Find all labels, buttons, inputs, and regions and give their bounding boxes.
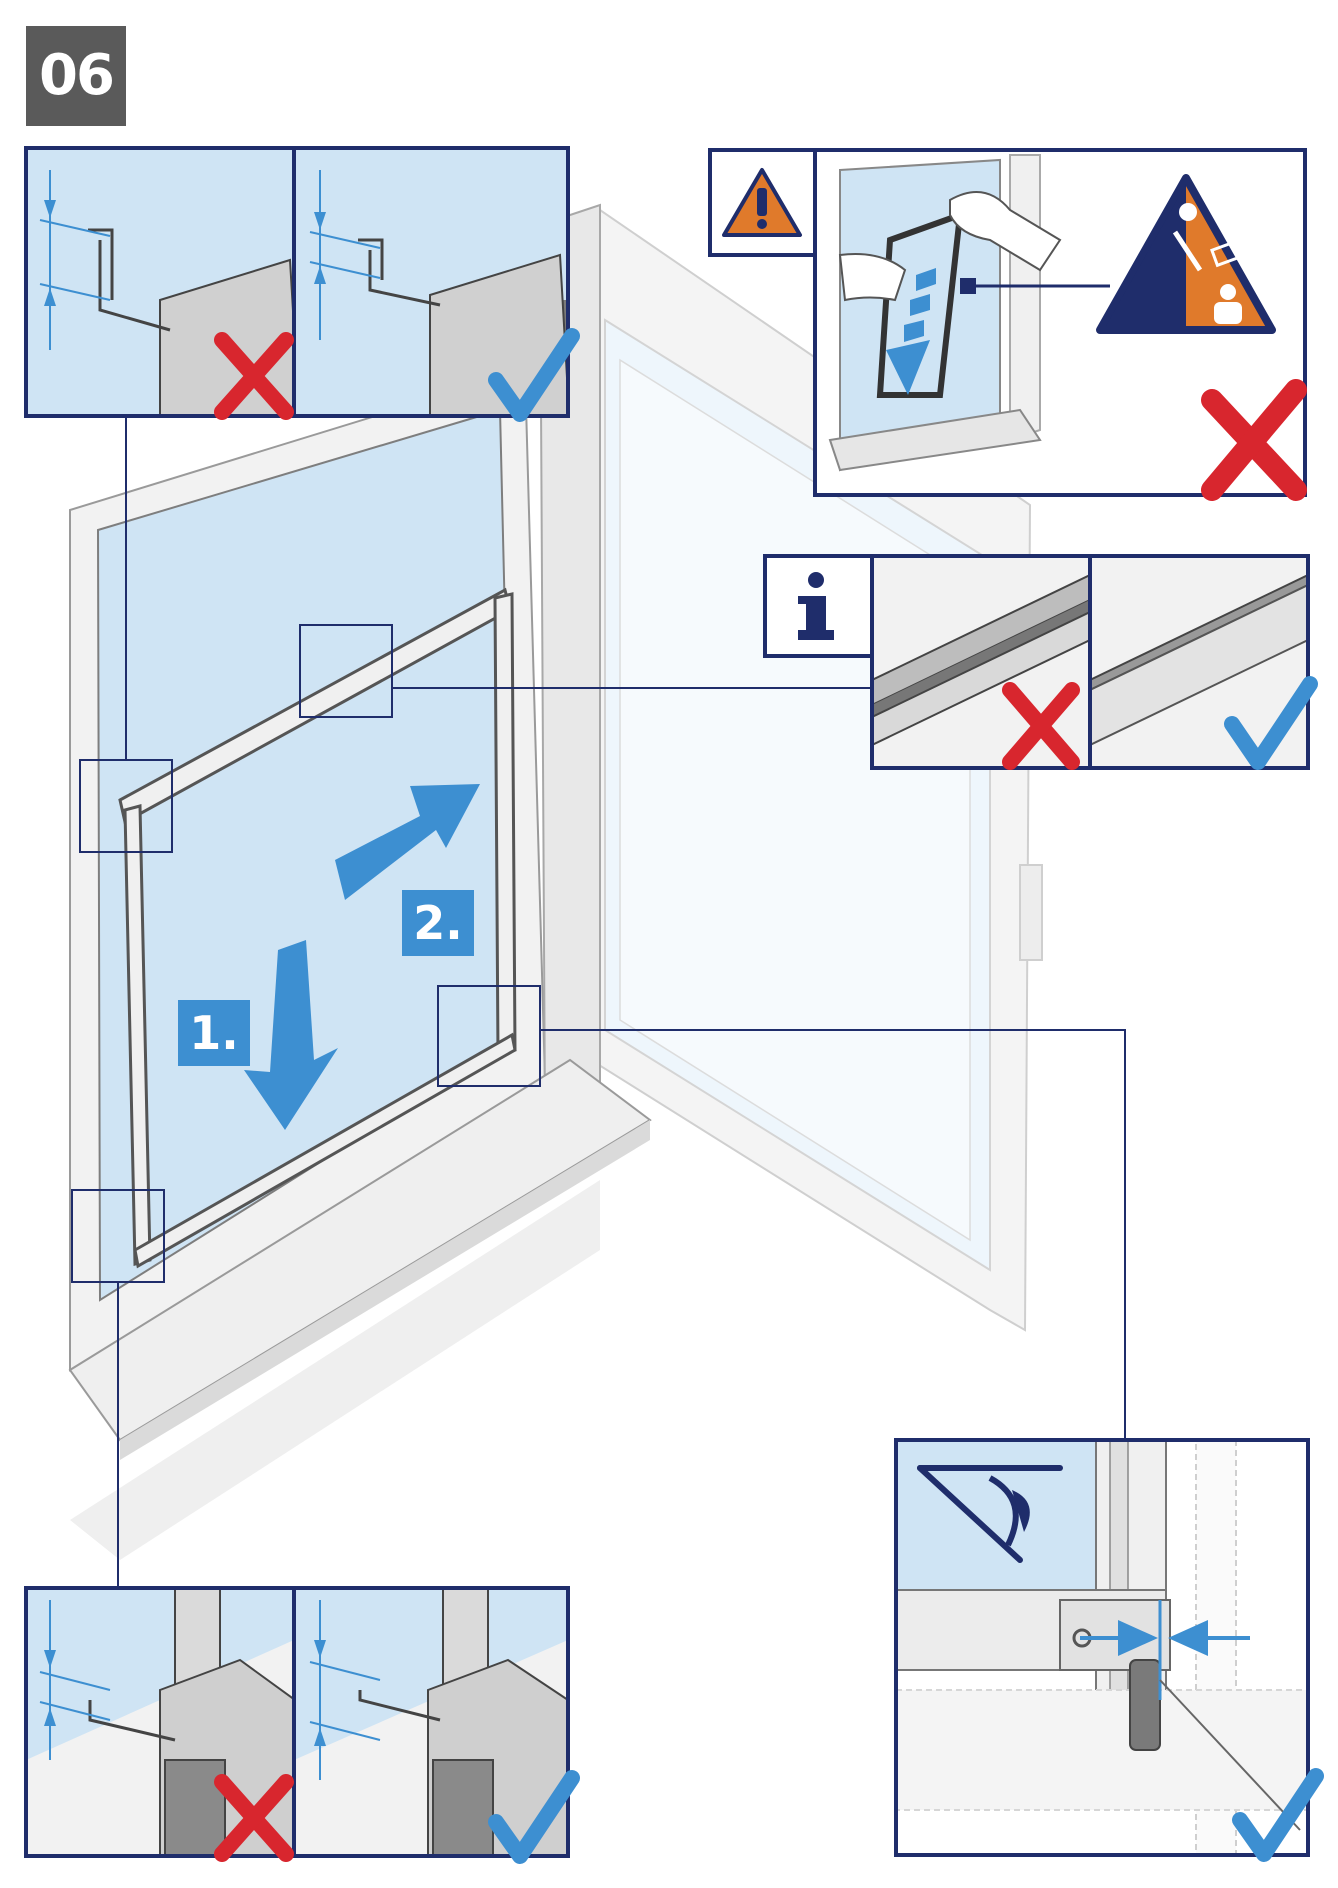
step-1-label: 1. [178, 1000, 250, 1066]
exclamation-triangle-icon [722, 168, 802, 237]
step-2-label: 2. [402, 890, 474, 956]
detail-top-correct [292, 146, 570, 418]
falling-object-hazard-icon [1096, 174, 1276, 334]
detail-bottom-correct [292, 1586, 570, 1858]
sash-handle [1019, 864, 1043, 961]
screen-frame [118, 587, 517, 1269]
detail-bottom-wrong [24, 1586, 296, 1858]
step-number-badge: 06 [26, 26, 126, 126]
connector-bottom-right [540, 1029, 1126, 1440]
blue-check-icon [488, 328, 580, 422]
callout-top-rail [299, 624, 393, 718]
info-icon [798, 572, 834, 640]
callout-bottom-right [437, 985, 541, 1087]
eye-inspection-icon [917, 1465, 1063, 1563]
red-cross-icon [214, 332, 294, 420]
info-panel [763, 554, 1318, 770]
detail-bottom-right [894, 1438, 1324, 1862]
warning-panel [708, 148, 1307, 501]
wall-shadow [70, 1180, 600, 1560]
arrow-down [244, 940, 338, 1130]
arrow-diagonal [335, 784, 480, 900]
